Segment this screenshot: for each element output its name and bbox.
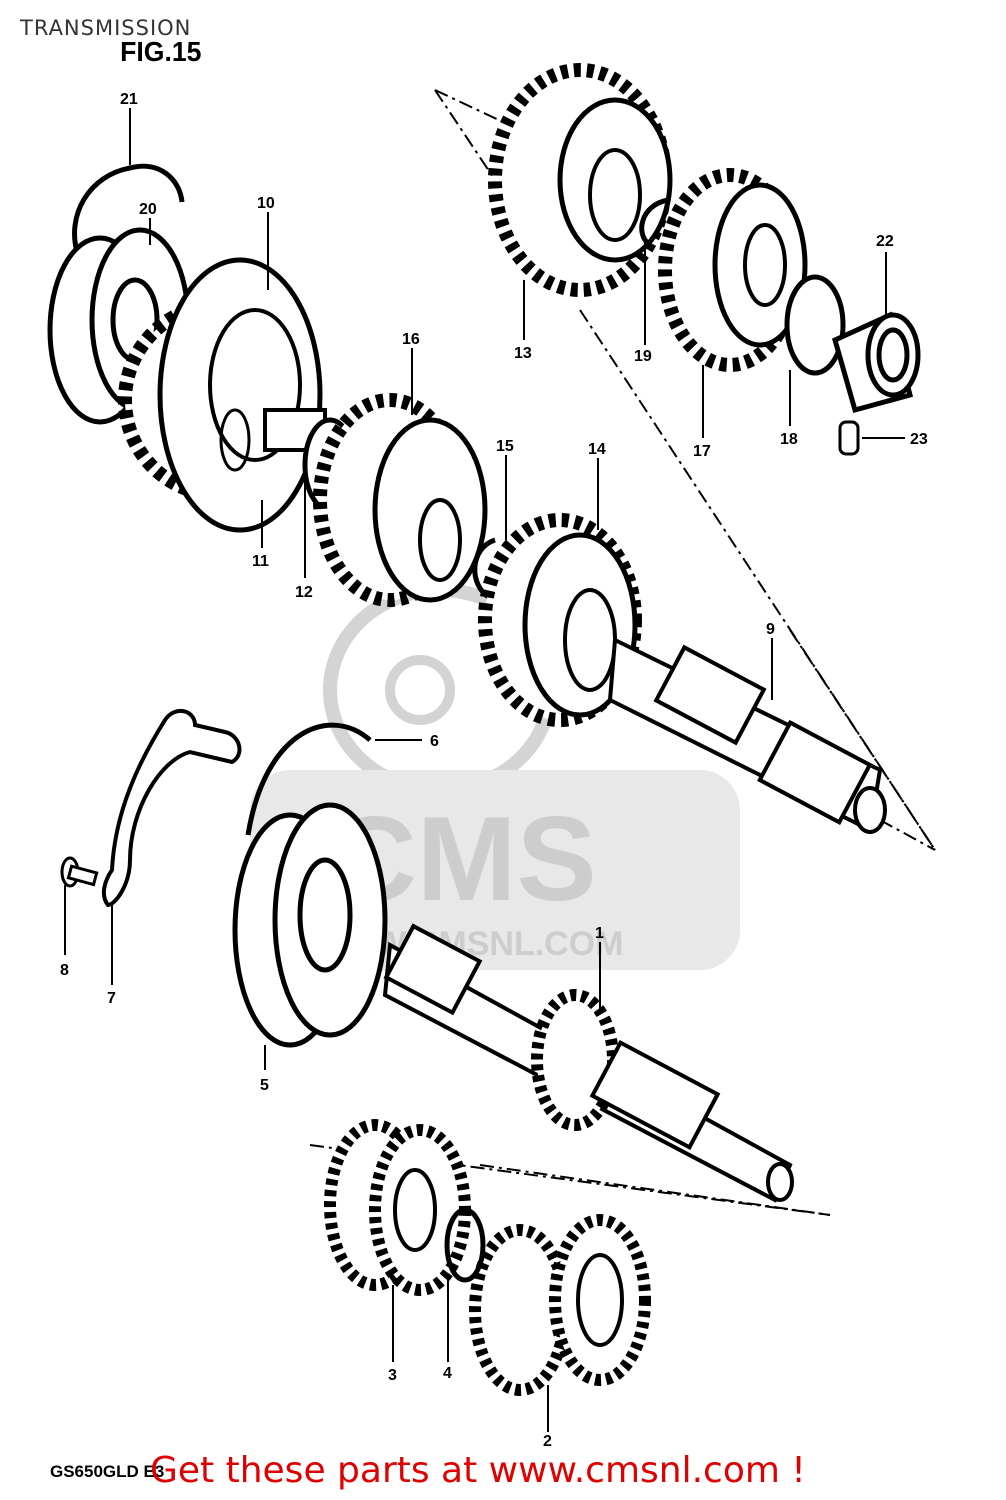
- callout-15: 15: [496, 438, 514, 455]
- washer-18: [784, 274, 846, 376]
- cta-link[interactable]: Get these parts at www.cmsnl.com !: [150, 1450, 806, 1491]
- model-code: GS650GLD E3: [50, 1462, 165, 1481]
- gear-16: [313, 393, 488, 607]
- callout-2: 2: [543, 1433, 552, 1450]
- callout-9: 9: [766, 621, 775, 638]
- callout-11: 11: [252, 553, 269, 570]
- countershaft-9: [607, 636, 887, 834]
- callout-4: 4: [443, 1365, 452, 1382]
- driveshaft-1: [382, 923, 794, 1203]
- gear-14: [478, 513, 642, 727]
- callout-16: 16: [402, 331, 420, 348]
- callout-labels: 21 20 10 11 12 16 15 14 9 13 19 17 18 22…: [60, 91, 928, 1450]
- callout-6: 6: [430, 733, 439, 750]
- callout-12: 12: [295, 584, 313, 601]
- leader-lines: [64, 108, 905, 1432]
- gear-13: [488, 63, 673, 297]
- gear-17: [658, 168, 808, 372]
- circlip-4: [444, 1207, 486, 1283]
- figure-label: FIG.15: [120, 36, 202, 67]
- callout-1: 1: [595, 925, 604, 942]
- retainer-plate-7: [101, 709, 242, 908]
- callout-20: 20: [139, 201, 157, 218]
- callout-7: 7: [107, 990, 116, 1007]
- circlip-21: [72, 163, 185, 256]
- callout-21: 21: [120, 91, 138, 108]
- callout-23: 23: [910, 431, 928, 448]
- callout-18: 18: [780, 431, 798, 448]
- circlip-6: [245, 722, 372, 836]
- page-title: TRANSMISSION: [20, 16, 192, 40]
- callout-13: 13: [514, 345, 532, 362]
- callout-19: 19: [634, 348, 652, 365]
- pin-23: [838, 420, 860, 456]
- callout-3: 3: [388, 1367, 397, 1384]
- bearing-5: [232, 802, 388, 1048]
- needle-bearing-22: [832, 311, 921, 414]
- callout-22: 22: [876, 233, 894, 250]
- callout-17: 17: [693, 443, 711, 460]
- gear-3: [324, 1119, 471, 1296]
- circlip-19: [639, 197, 669, 248]
- callout-14: 14: [588, 441, 606, 458]
- callout-8: 8: [60, 962, 69, 979]
- gear-2: [469, 1214, 651, 1396]
- callout-5: 5: [260, 1077, 269, 1094]
- callout-10: 10: [257, 195, 275, 212]
- screw-8: [60, 856, 99, 888]
